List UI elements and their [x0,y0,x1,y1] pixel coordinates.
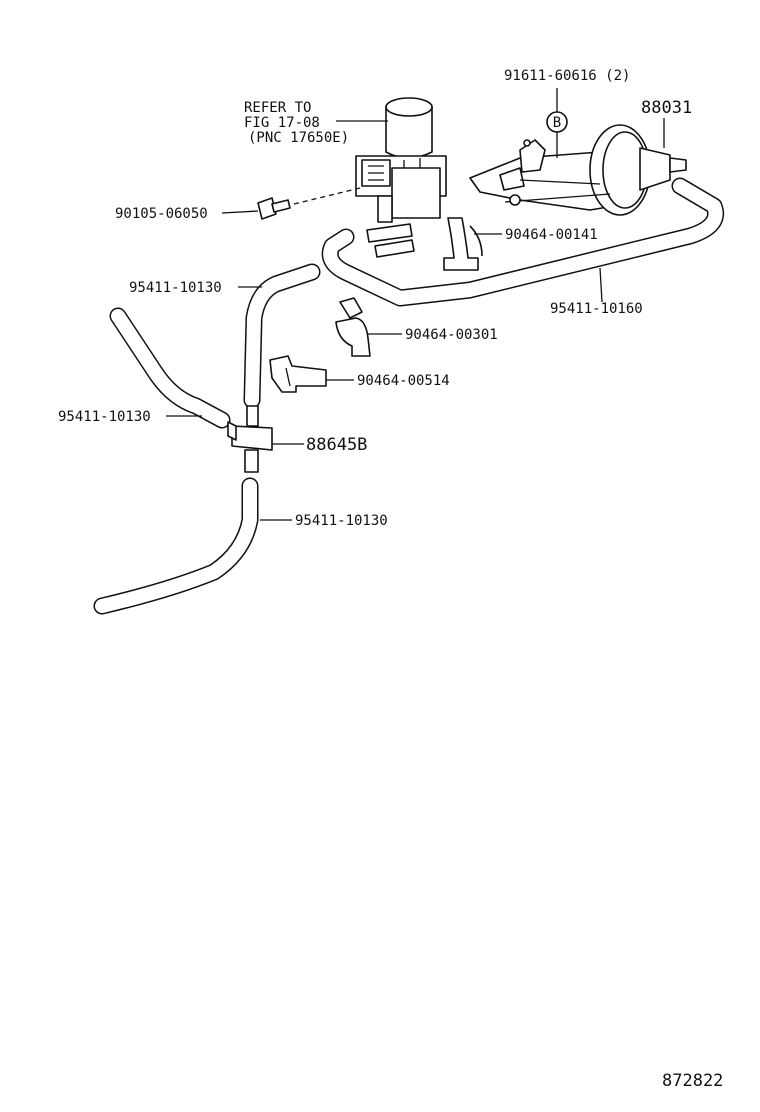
callout-clamp-00141: 90464-00141 [505,227,598,243]
callout-hose-long: 95411-10160 [550,301,643,317]
leader-hose-long [599,267,603,303]
hose-lower [93,477,259,615]
bolt-dashed-leader [293,187,361,205]
callout-hose-upper: 95411-10130 [129,280,222,296]
callout-clamp-00301: 90464-00301 [405,327,498,343]
b-marker-circle [546,111,568,133]
bolt [257,197,291,220]
tee-connector [227,405,273,473]
callout-clamp-00514: 90464-00514 [357,373,450,389]
vsv-nozzles [366,223,415,258]
leader-bolt [221,210,259,214]
callout-hose-left: 95411-10130 [58,409,151,425]
callout-tee: 88645B [306,435,367,455]
clamp-00141 [443,217,483,271]
callout-actuator: 88031 [641,98,692,118]
callout-bolt-b: 91611-60616 (2) [504,68,630,84]
diagram-id: 872822 [662,1071,723,1091]
callout-hose-lower: 95411-10130 [295,513,388,529]
hose-upper [243,263,321,409]
actuator [469,124,687,216]
reference-line-3: (PNC 17650E) [248,130,349,146]
clamp-00301 [335,297,371,357]
hose-left [109,307,231,429]
clamp-00514 [269,355,327,393]
hose-long [321,177,724,307]
reference-line-2: FIG 17-08 [244,115,320,131]
reference-line-1: REFER TO [244,100,311,116]
vsv-valve [355,97,447,223]
b-marker: B [553,115,561,131]
callout-bolt: 90105-06050 [115,206,208,222]
